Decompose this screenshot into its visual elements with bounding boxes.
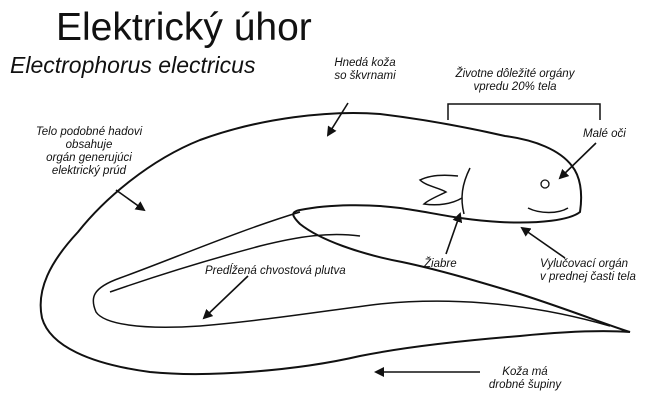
pectoral-fin — [420, 175, 462, 205]
arrow-body — [116, 190, 144, 210]
label-small-eyes: Malé oči — [583, 128, 626, 141]
eye — [541, 180, 549, 188]
arrow-fin — [204, 276, 248, 318]
label-scales: Koža má drobné šupiny — [470, 366, 580, 392]
tail-fin-outline — [93, 212, 610, 327]
page-subtitle: Electrophorus electricus — [10, 52, 255, 78]
arrow-excretory — [522, 228, 565, 258]
page-title: Elektrický úhor — [56, 6, 312, 50]
label-snake-body: Telo podobné hadovi obsahuje orgán gener… — [24, 126, 154, 178]
label-vital-organs: Životne dôležité orgány vpredu 20% tela — [430, 68, 600, 94]
mouth — [528, 208, 568, 213]
label-skin-top: Hnedá koža so škvrnami — [320, 57, 410, 83]
organs-bracket — [448, 104, 600, 120]
arrow-gills — [446, 214, 460, 254]
label-gills: Žiabre — [424, 258, 457, 271]
arrow-eyes — [560, 143, 596, 178]
label-tail-fin: Predĺžená chvostová plutva — [205, 265, 346, 278]
arrow-skin-top — [328, 103, 348, 135]
label-excretory-organ: Vylučovací orgán v prednej časti tela — [540, 258, 636, 284]
gill-slit — [462, 168, 470, 214]
